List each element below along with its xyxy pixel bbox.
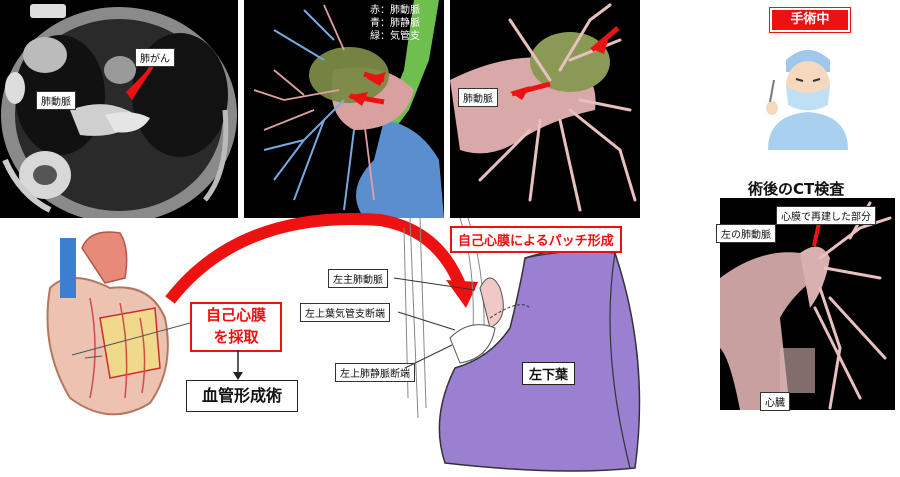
artery-3d-render — [450, 0, 640, 218]
vessel-3d-render — [244, 0, 444, 218]
angioplasty-box: 血管形成術 — [186, 380, 298, 412]
label-left-main-artery: 左主肺動脈 — [328, 269, 388, 288]
patch-label: 自己心膜によるパッチ形成 — [450, 226, 622, 253]
left-lower-lobe-label: 左下葉 — [522, 362, 576, 385]
surgery-sign: 手術中 — [769, 7, 851, 33]
postop-title: 術後のCT検査 — [748, 180, 845, 198]
label-left-upper-vein: 左上肺静脈断端 — [335, 363, 415, 382]
postop-label-heart: 心臓 — [760, 392, 790, 411]
legend-red: 赤：肺動脈 — [370, 5, 420, 16]
ct-label-artery: 肺動脈 — [36, 91, 76, 110]
ct-scan-image — [0, 0, 238, 218]
render-label-artery: 肺動脈 — [458, 88, 498, 107]
postop-label-left-artery: 左の肺動脈 — [716, 224, 776, 243]
label-left-upper-bronchus: 左上葉気管支断端 — [300, 303, 390, 322]
legend-green: 緑：気管支 — [370, 31, 420, 42]
heart-illustration — [30, 228, 180, 428]
surgeon-illustration — [758, 30, 858, 150]
harvest-line1: 自己心膜 — [205, 306, 266, 324]
postop-label-rebuilt: 心膜で再建した部分 — [776, 206, 876, 225]
harvest-line2: を採取 — [213, 328, 259, 346]
lung-diagram — [400, 218, 700, 477]
harvest-box: 自己心膜 を採取 — [190, 302, 282, 352]
ct-label-cancer: 肺がん — [135, 48, 175, 67]
vessel-legend: 赤：肺動脈 青：肺静脈 緑：気管支 — [370, 4, 420, 43]
legend-blue: 青：肺静脈 — [370, 18, 420, 29]
